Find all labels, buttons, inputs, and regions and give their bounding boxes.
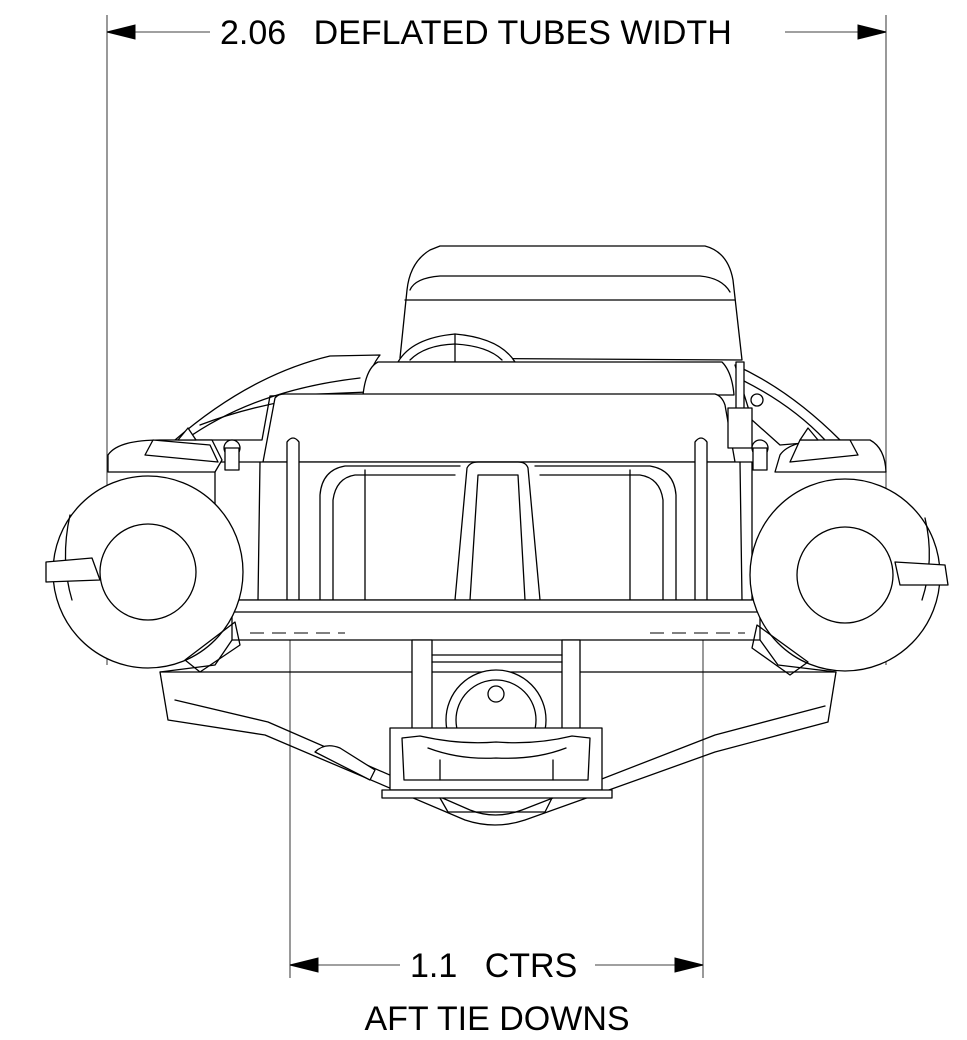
left-tube (45, 427, 244, 673)
overall-arrowhead-right (857, 24, 887, 40)
svg-text:1.1 CTRS: 1.1 CTRS (410, 947, 577, 985)
transom-bar (231, 599, 761, 641)
motor-cowl (389, 727, 603, 791)
tie-down-label: CTRS (485, 947, 578, 985)
overall-width-dimension: 2.06 DEFLATED TUBES WIDTH (106, 14, 887, 665)
svg-text:2.06 DEFLATED TUBES WIDT: 2.06 DEFLATED TUBES WIDTH (220, 14, 732, 52)
left-grab-post (286, 437, 300, 601)
tie-down-arrowhead-left (289, 957, 319, 973)
left-tube-inner (99, 523, 197, 621)
transom-seat-box (262, 393, 736, 463)
motor-bracket (411, 639, 433, 736)
tie-down-dimension: 1.1 CTRS AFT TIE DOWNS (289, 640, 704, 1038)
console-windscreen (399, 245, 743, 361)
boat-outline (45, 245, 949, 826)
light-post (735, 361, 745, 413)
overall-width-label: DEFLATED TUBES WIDTH (314, 14, 732, 52)
overall-arrowhead-left (106, 24, 136, 40)
overall-width-value: 2.06 (220, 14, 286, 52)
tie-down-value: 1.1 (410, 947, 457, 985)
right-grab-post (694, 437, 708, 601)
right-tube-inner (796, 526, 894, 624)
tie-down-arrowhead-right (674, 957, 704, 973)
tie-down-caption: AFT TIE DOWNS (364, 1000, 629, 1038)
upper-seat-block (362, 361, 735, 396)
right-tube (749, 427, 949, 676)
